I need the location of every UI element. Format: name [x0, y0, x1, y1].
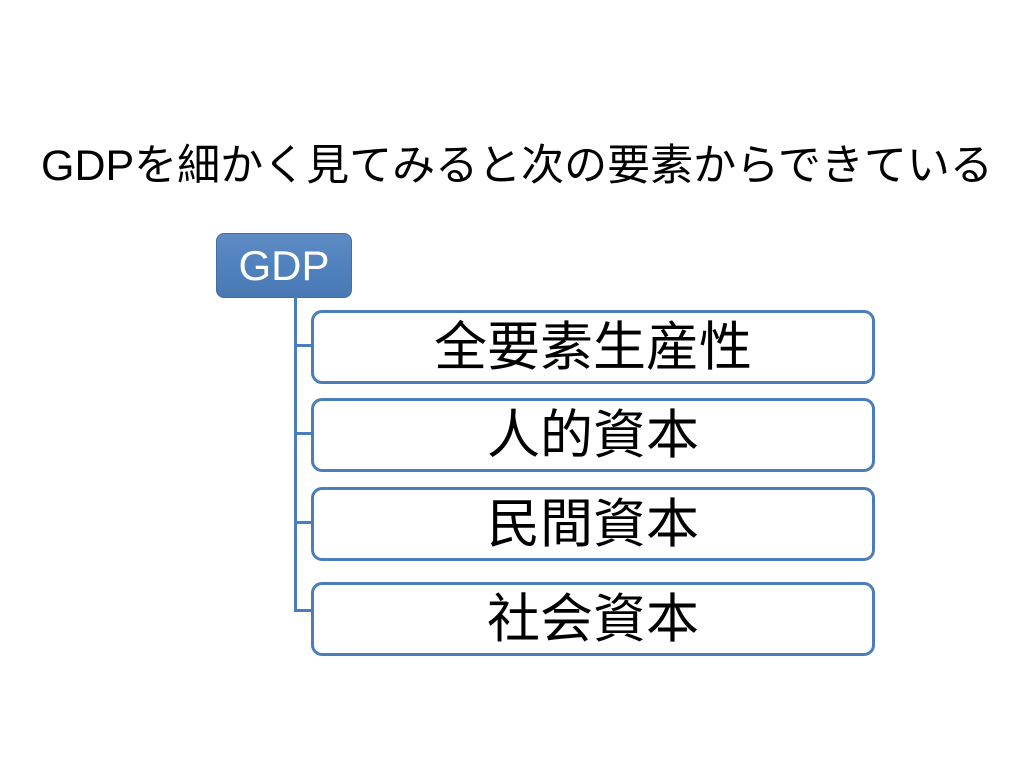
connector-branch-4	[294, 609, 313, 612]
child-node-label: 社会資本	[487, 589, 699, 649]
child-node-label: 民間資本	[487, 494, 699, 554]
connector-branch-1	[294, 344, 313, 347]
child-node-human-capital: 人的資本	[311, 398, 875, 472]
connector-vertical-line	[294, 297, 297, 612]
child-node-social-capital: 社会資本	[311, 582, 875, 656]
child-node-label: 人的資本	[487, 405, 699, 465]
connector-branch-3	[294, 521, 313, 524]
root-node-label: GDP	[238, 241, 330, 289]
child-node-private-capital: 民間資本	[311, 487, 875, 561]
connector-branch-2	[294, 432, 313, 435]
root-node-gdp: GDP	[216, 233, 352, 298]
slide-title: GDPを細かく見てみると次の要素からできている	[41, 142, 993, 190]
child-node-total-factor-productivity: 全要素生産性	[311, 310, 875, 384]
child-node-label: 全要素生産性	[434, 317, 752, 377]
